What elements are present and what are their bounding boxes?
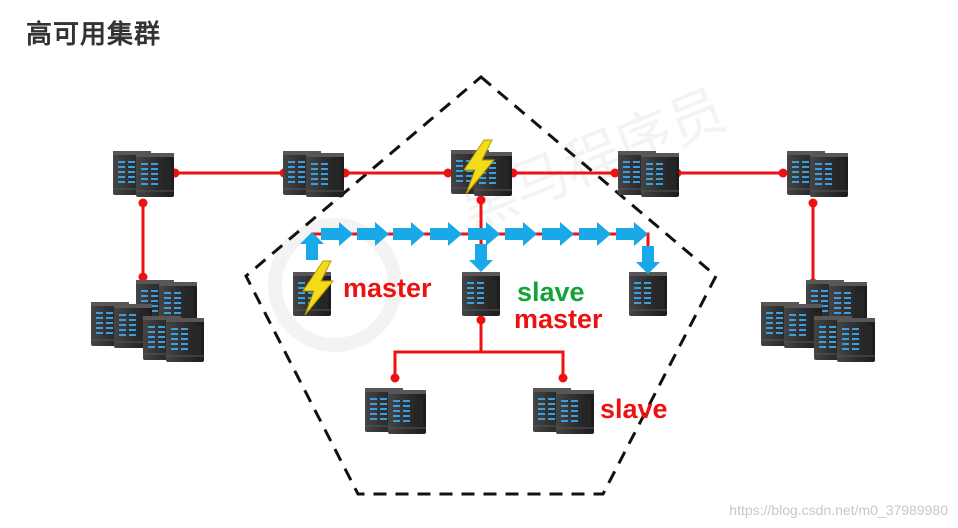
master-label-left: master: [343, 273, 432, 303]
slave-label-center: slave: [517, 277, 585, 307]
server-icon: [112, 150, 175, 198]
server-icon: [628, 271, 668, 317]
slave-label-bottom: slave: [600, 394, 668, 424]
link-dots: [138, 168, 818, 383]
source-url: https://blog.csdn.net/m0_37989980: [729, 502, 948, 518]
server-icon: [532, 387, 595, 435]
server-icon: [786, 150, 849, 198]
server-icon: [617, 150, 680, 198]
page-title: 高可用集群: [26, 20, 162, 50]
server-icon: [282, 150, 345, 198]
master-label-center: master: [514, 304, 603, 334]
server-icon: [461, 271, 501, 317]
server-icon: [364, 387, 427, 435]
server-cluster-left: [90, 279, 205, 363]
server-cluster-right: [760, 279, 876, 363]
